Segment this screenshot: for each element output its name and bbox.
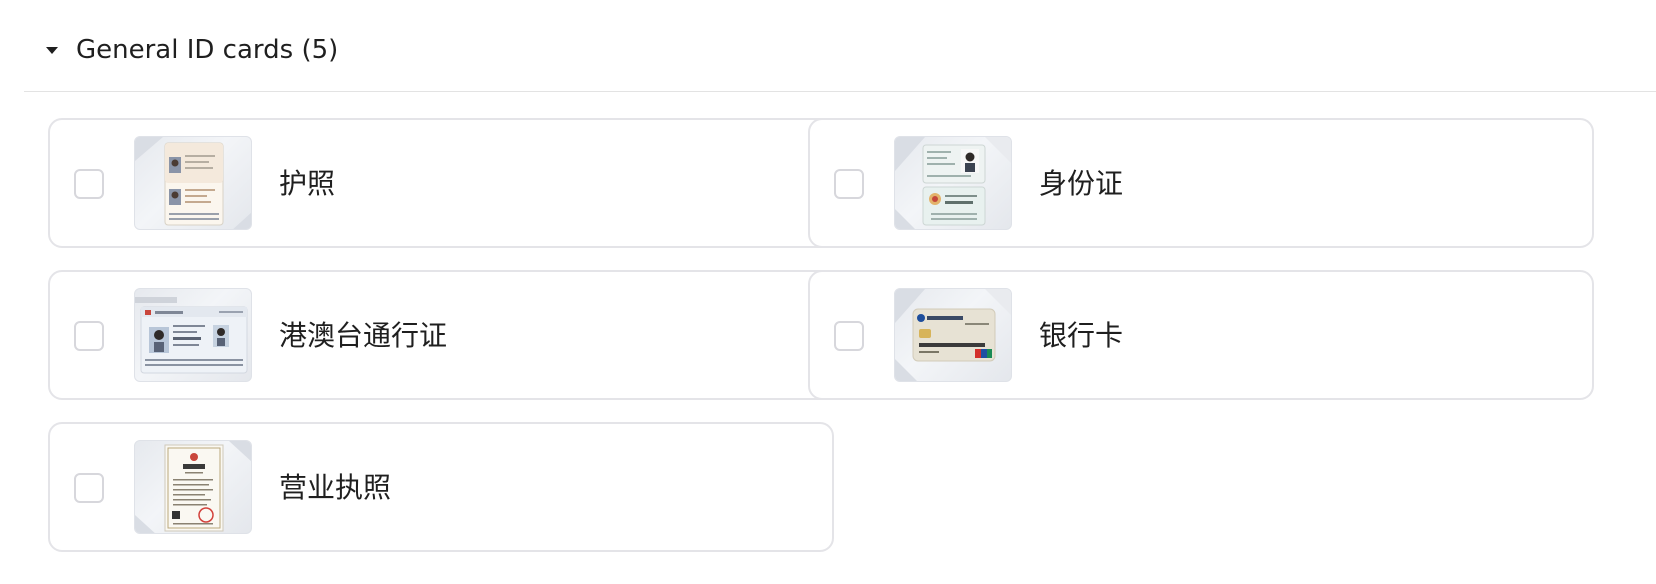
bank-card-checkbox[interactable] — [834, 321, 864, 351]
card-travel-permit[interactable]: 港澳台通行证 — [48, 270, 834, 400]
card-business-license[interactable]: 营业执照 — [48, 422, 834, 552]
business-license-checkbox[interactable] — [74, 473, 104, 503]
business-license-label: 营业执照 — [279, 471, 392, 504]
passport-checkbox[interactable] — [74, 169, 104, 199]
card-bank-card[interactable]: 银行卡 — [808, 270, 1594, 400]
travel-permit-checkbox[interactable] — [74, 321, 104, 351]
card-passport[interactable]: 护照 — [48, 118, 834, 248]
travel-permit-icon — [134, 288, 252, 382]
passport-label: 护照 — [279, 167, 336, 200]
section-header-toggle[interactable]: General ID cards (5) — [24, 0, 1656, 92]
section-title: General ID cards (5) — [76, 35, 339, 65]
bank-card-label: 银行卡 — [1039, 319, 1124, 352]
id-card-label: 身份证 — [1039, 167, 1124, 200]
passport-icon — [134, 136, 252, 230]
business-license-icon — [134, 440, 252, 534]
bank-card-icon — [894, 288, 1012, 382]
id-card-checkbox[interactable] — [834, 169, 864, 199]
card-id-card[interactable]: 身份证 — [808, 118, 1594, 248]
travel-permit-label: 港澳台通行证 — [279, 319, 448, 352]
caret-down-icon — [46, 47, 58, 54]
id-card-icon — [894, 136, 1012, 230]
general-id-cards-section: General ID cards (5) — [24, 0, 1656, 584]
